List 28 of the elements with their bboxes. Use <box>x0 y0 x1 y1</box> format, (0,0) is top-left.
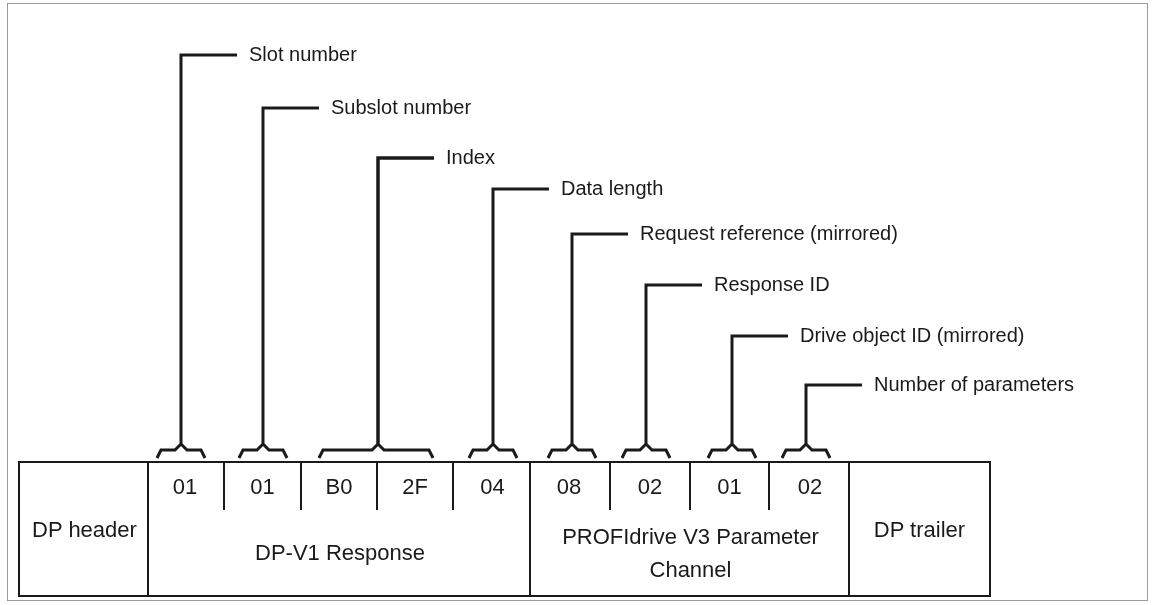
byte-cell: 01 <box>147 463 223 510</box>
callout-label: Index <box>446 144 495 170</box>
byte-cell: 01 <box>223 463 300 510</box>
callout-label: Request reference (mirrored) <box>640 220 898 246</box>
leader-line <box>546 232 630 460</box>
leader-line <box>467 187 551 460</box>
field-label: DP header <box>32 515 137 544</box>
byte-cell: 08 <box>529 463 609 510</box>
byte-cell: 01 <box>689 463 768 510</box>
callout-label: Number of parameters <box>874 371 1075 397</box>
callout-label: Response ID <box>714 271 830 297</box>
leader-line <box>237 106 321 460</box>
leader-line <box>155 53 239 460</box>
field-label: PROFIdrive V3 Parameter Channel <box>561 522 820 584</box>
callout-label: Data length <box>561 175 664 201</box>
leader-line <box>620 283 704 460</box>
callout-label: Slot number <box>249 41 357 67</box>
frame-section-box <box>848 461 991 597</box>
callout-label: Subslot number <box>331 94 472 120</box>
leader-line <box>706 334 790 460</box>
field-label: DP-V1 Response <box>255 539 425 567</box>
callout-label: Drive object ID (mirrored) <box>800 322 1025 348</box>
byte-cell: 02 <box>609 463 689 510</box>
leader-line <box>376 156 436 460</box>
leader-line <box>780 383 864 460</box>
field-label: DP trailer <box>873 515 966 544</box>
byte-cell: B0 <box>300 463 376 510</box>
byte-cell: 2F <box>376 463 452 510</box>
